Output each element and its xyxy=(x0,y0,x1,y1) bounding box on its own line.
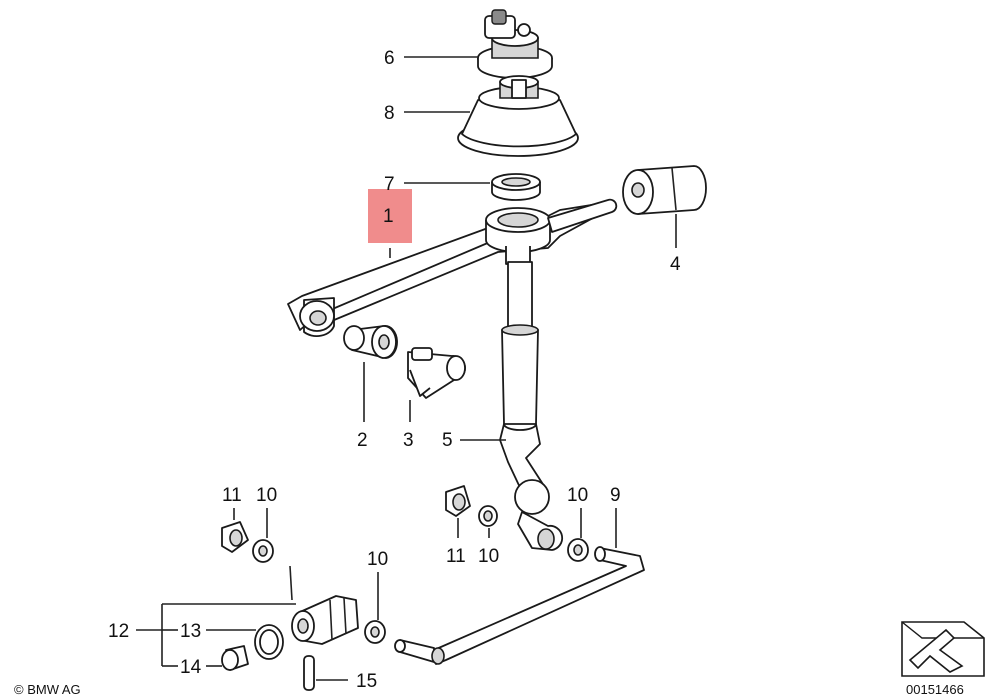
label-11-a: 11 xyxy=(222,485,242,506)
copyright-text: © BMW AG xyxy=(14,682,81,697)
part-1-shift-arm xyxy=(287,198,618,337)
label-9: 9 xyxy=(610,485,621,506)
part-7-bushing xyxy=(491,173,541,201)
part-10-washer-b xyxy=(478,505,498,527)
arrow-icon xyxy=(901,621,985,677)
part-10-washer-a xyxy=(252,539,274,563)
label-10-d: 10 xyxy=(367,549,388,570)
part-15-pin xyxy=(303,655,315,691)
part-6-clamp xyxy=(477,9,553,79)
label-12: 12 xyxy=(108,621,129,642)
image-number: 00151466 xyxy=(906,682,964,697)
label-5: 5 xyxy=(442,430,453,451)
label-6: 6 xyxy=(384,48,395,69)
callout-labels: 6 8 7 1 4 2 3 5 11 10 10 9 11 10 10 12 1… xyxy=(108,48,681,692)
part-2-bush xyxy=(343,325,398,359)
label-4: 4 xyxy=(670,254,681,275)
label-1: 1 xyxy=(383,206,394,227)
label-14: 14 xyxy=(180,657,202,678)
part-13-ring xyxy=(254,624,284,660)
part-10-washer-d xyxy=(364,620,386,644)
part-4-mount xyxy=(622,165,707,215)
label-10-b: 10 xyxy=(567,485,588,506)
part-9-selector-rod xyxy=(394,546,645,665)
part-12-coupling xyxy=(291,595,359,645)
part-11-clip-right xyxy=(445,485,471,517)
label-3: 3 xyxy=(403,430,414,451)
label-10-c: 10 xyxy=(478,546,499,567)
label-13: 13 xyxy=(180,621,201,642)
label-15: 15 xyxy=(356,671,377,692)
label-1-highlight xyxy=(368,189,412,243)
part-11-clip-left xyxy=(221,521,249,553)
label-10-a: 10 xyxy=(256,485,277,506)
part-3-bracket xyxy=(407,347,466,399)
label-8: 8 xyxy=(384,103,395,124)
part-10-washer-c xyxy=(567,538,589,562)
part-14-bush xyxy=(221,645,249,671)
label-11-b: 11 xyxy=(446,546,466,567)
part-8-boot xyxy=(457,75,579,157)
part-5-lever xyxy=(499,261,564,551)
label-7: 7 xyxy=(384,174,395,195)
leader-lines xyxy=(136,56,677,681)
label-2: 2 xyxy=(357,430,368,451)
